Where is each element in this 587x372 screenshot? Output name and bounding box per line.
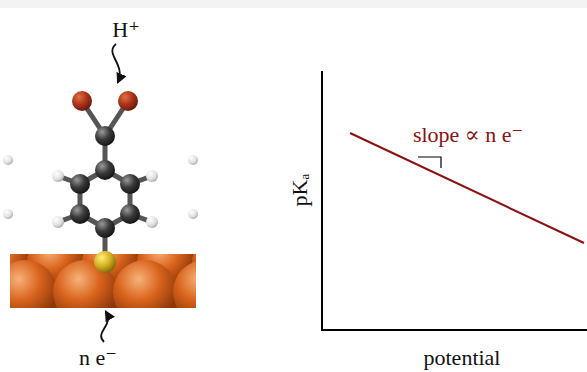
atoms	[52, 91, 158, 273]
slope-triangle	[418, 157, 441, 168]
proton-arrow	[112, 44, 119, 82]
axis-label: potential	[424, 347, 501, 369]
pka-line	[350, 133, 584, 243]
axis-label: pKₐ	[289, 174, 311, 207]
slope-label: slope ∝ n e⁻	[413, 124, 523, 146]
electron-arrow	[101, 312, 108, 342]
bonds	[58, 101, 152, 262]
copper-surface	[10, 254, 196, 308]
neighbour-atoms	[3, 155, 198, 219]
electron-label: n e⁻	[79, 347, 117, 369]
proton-label: H⁺	[112, 19, 140, 41]
graph-axes	[321, 71, 587, 331]
